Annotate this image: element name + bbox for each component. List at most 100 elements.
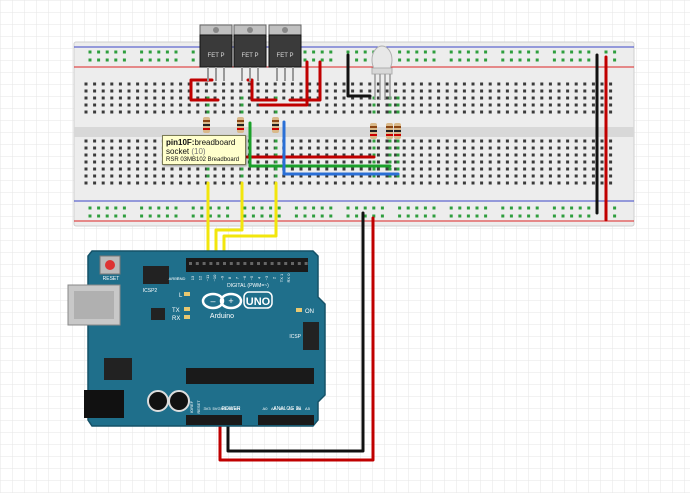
analog-pin-label: A5 — [305, 406, 311, 411]
digital-pin-label: ~10 — [212, 274, 217, 282]
resistors[interactable] — [203, 117, 401, 139]
uno-logo-text: UNO — [246, 296, 271, 308]
resistor-1 — [203, 117, 210, 133]
analog-label: ANALOG IN — [273, 406, 301, 412]
analog-pin-label: A1 — [271, 406, 277, 411]
digital-pin-label: 2 — [271, 276, 276, 279]
tooltip-part-name: breadboard — [194, 138, 236, 147]
tooltip-socket-num: (10) — [191, 147, 206, 156]
v33-label: 3V3 — [203, 406, 211, 411]
vin-label: VIN — [234, 406, 241, 411]
led-rx-label: RX — [172, 316, 180, 322]
led-rx — [184, 315, 190, 319]
arduino-logo: – + UNO Arduino — [201, 291, 273, 320]
wire-green — [248, 121, 392, 168]
led-tx — [184, 307, 190, 311]
digital-pin-label: ~9 — [220, 275, 225, 280]
led-tx-label: TX — [172, 308, 180, 314]
wire-blue — [282, 120, 400, 176]
digital-pin-label: ~5 — [249, 275, 254, 280]
digital-pin-label: 4 — [257, 276, 262, 279]
led-on-label: ON — [305, 309, 314, 315]
power-header — [186, 415, 242, 425]
rgb-led[interactable] — [371, 45, 393, 100]
fet-2-label: FET P — [242, 53, 259, 59]
reset-label: RESET — [103, 276, 120, 282]
tooltip-socket-label: socket — [166, 147, 190, 156]
icsp-header — [303, 322, 319, 350]
resistor-3 — [272, 117, 279, 133]
svg-text:+: + — [228, 296, 233, 306]
svg-text:–: – — [210, 296, 215, 306]
gnd2-label: GND — [225, 406, 234, 411]
wires — [189, 53, 608, 462]
digital-label: DIGITAL (PWM=~) — [227, 283, 269, 289]
resistor-4 — [370, 123, 377, 139]
ioref-label: IOREF — [189, 400, 194, 413]
digital-pin-label: ~11 — [205, 274, 210, 281]
wire-black-gnd — [226, 211, 365, 453]
digital-pin-holes — [189, 262, 308, 265]
aref-label: AREF — [169, 276, 180, 281]
icsp2-label: ICSP2 — [143, 288, 158, 294]
wire-yellow-2 — [214, 181, 244, 264]
wire-red-fet1 — [189, 78, 220, 102]
fet-2: FET P — [233, 24, 267, 81]
capacitor-2 — [168, 390, 190, 412]
tooltip-part-id: pin10F: — [166, 138, 195, 147]
power-pin-labels: IOREF RESET 3V3 5V GND GND VIN — [189, 400, 240, 414]
breadboard[interactable] — [73, 41, 635, 227]
resistor-2 — [237, 117, 244, 133]
atmega-chip — [186, 368, 314, 384]
reset-button-cap[interactable] — [105, 260, 115, 270]
digital-pin-label: 8 — [227, 276, 232, 279]
voltage-regulator — [104, 358, 132, 380]
fet-3: FET P — [268, 24, 302, 81]
v5-label: 5V — [213, 406, 218, 411]
fet-1: FET P — [199, 24, 233, 81]
gnd1-label: GND — [218, 406, 227, 411]
digital-pin-label: 7 — [234, 276, 239, 279]
fet-1-label: FET P — [208, 53, 225, 59]
wire-red-fet3 — [288, 60, 322, 102]
resistor-6 — [394, 123, 401, 139]
digital-pin-label: ~6 — [242, 275, 247, 280]
digital-pin-label: ~3 — [264, 275, 269, 280]
analog-pin-label: A2 — [280, 406, 286, 411]
tooltip-part-desc: RSR 03MB102 Breadboard — [166, 157, 240, 163]
icsp2-header — [143, 266, 169, 284]
led-l-label: L — [179, 293, 183, 299]
wire-black-top — [346, 53, 372, 98]
wire-yellow-3 — [222, 181, 278, 264]
icsp-label: ICSP — [289, 334, 301, 340]
part-tooltip: pin10F:breadboard socket (10) RSR 03MB10… — [162, 135, 246, 165]
led-l — [184, 292, 190, 296]
wire-red-right — [258, 60, 309, 107]
resistor-5 — [386, 123, 393, 139]
digital-pin-label: 13 — [190, 275, 195, 280]
led-on — [296, 308, 302, 312]
analog-pin-label: A0 — [263, 406, 269, 411]
fet-3-label: FET P — [277, 53, 294, 59]
capacitor-1 — [147, 390, 169, 412]
digital-header — [186, 258, 308, 272]
digital-pin-label: RX 0 — [286, 273, 291, 283]
usb-connector-inner — [74, 291, 114, 319]
gnd-label-top: GND — [177, 276, 186, 281]
power-label: POWER — [222, 406, 241, 412]
digital-pin-label: 12 — [197, 275, 202, 280]
reset-pin-label: RESET — [196, 400, 201, 414]
transistors[interactable]: FET P FET P FET P — [199, 24, 302, 81]
breadboard-center-channel — [74, 127, 634, 137]
wire-red-5v — [218, 216, 375, 462]
power-jack — [84, 390, 124, 418]
digital-pin-label: TX 1 — [279, 273, 284, 282]
analog-pin-label: A3 — [288, 406, 294, 411]
arduino-brand: Arduino — [210, 313, 234, 320]
chip-small — [151, 308, 165, 320]
analog-pin-label: A4 — [297, 406, 303, 411]
